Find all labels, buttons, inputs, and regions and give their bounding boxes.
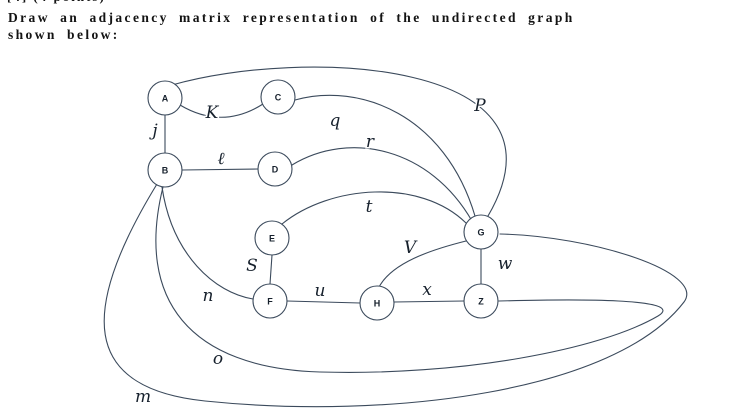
edge-D-G — [291, 147, 473, 222]
node-D — [257, 151, 293, 187]
edge-label-P: P — [473, 96, 486, 116]
edge-H-Z — [393, 300, 465, 303]
edge-B-D — [181, 168, 259, 171]
edge-C-G — [294, 94, 476, 217]
edge-E-G — [281, 191, 467, 225]
node-label-B: B — [162, 166, 169, 176]
edge-H-G — [378, 240, 467, 288]
node-label-A: A — [162, 94, 169, 104]
question-title-line1: Draw an adjacency matrix representation … — [8, 10, 575, 25]
node-E — [254, 220, 290, 256]
edge-label-t: t — [366, 197, 373, 217]
edge-label-j: j — [148, 121, 158, 141]
edge-label-x: x — [422, 280, 432, 300]
edge-label-q: q — [330, 111, 341, 131]
edge-label-K: K — [205, 103, 220, 123]
question-title: Draw an adjacency matrix representation … — [8, 9, 575, 43]
node-A — [147, 80, 183, 116]
edge-E-F — [269, 254, 273, 285]
edge-label-w: w — [498, 254, 513, 274]
clipped-previous-line: [4] (4 points) — [7, 0, 207, 7]
edge-label-ℓ: ℓ — [217, 149, 224, 169]
node-H — [359, 285, 395, 321]
edge-A-C — [179, 103, 264, 118]
edge-label-n: n — [203, 286, 214, 306]
node-label-G: G — [477, 228, 484, 238]
edge-label-V: V — [404, 238, 418, 258]
node-F — [252, 283, 288, 319]
edge-label-S: S — [246, 256, 258, 276]
edge-A-G — [171, 66, 507, 217]
node-label-F: F — [267, 297, 273, 307]
clipped-previous-line-text: [4] (4 points) — [7, 0, 207, 5]
edge-B-G — [103, 183, 688, 408]
edge-F-H — [286, 300, 361, 304]
edge-B-Z — [155, 186, 664, 373]
node-C — [260, 79, 296, 115]
node-B — [147, 152, 183, 188]
node-label-Z: Z — [478, 297, 484, 307]
edge-B-F — [161, 186, 254, 300]
node-label-C: C — [275, 93, 282, 103]
node-G — [463, 214, 499, 250]
edge-label-o: o — [213, 349, 223, 369]
edge-label-m: m — [135, 387, 151, 407]
node-label-D: D — [272, 165, 279, 175]
edge-label-u: u — [315, 281, 326, 301]
node-Z — [463, 283, 499, 319]
node-label-E: E — [269, 234, 275, 244]
question-title-line2: shown below: — [8, 27, 120, 42]
node-label-H: H — [374, 299, 381, 309]
edge-label-r: r — [366, 132, 375, 152]
